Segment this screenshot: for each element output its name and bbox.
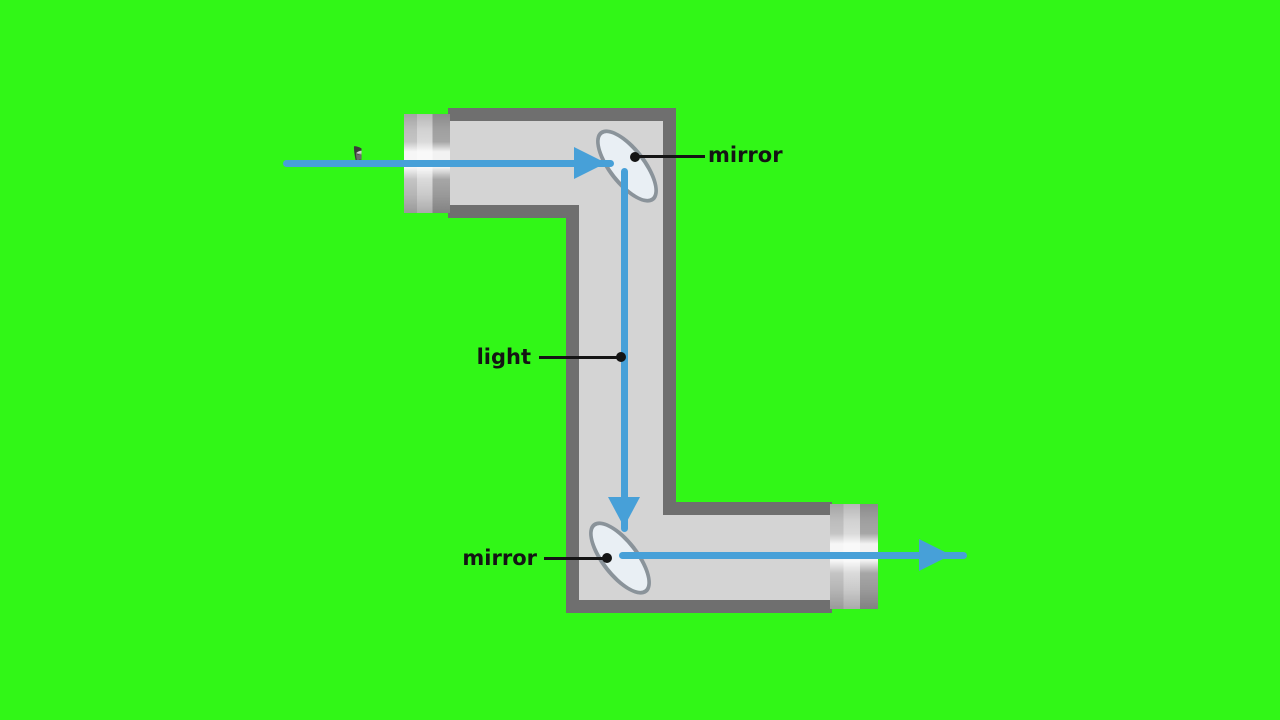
eyecup-left [353,146,362,163]
leader-line-mirror-top [635,155,705,158]
leader-line-mirror-bottom [544,557,606,560]
label-mirror-bottom: mirror [462,546,537,570]
eyecup-left-midtone [356,153,362,162]
label-mirror-top: mirror [708,143,783,167]
light-ray-outgoing [619,552,967,559]
light-ray-vertical-arrowhead [608,497,640,527]
leader-line-light [539,356,619,359]
eyecup-left-highlight-core [356,151,362,153]
light-ray-incoming [283,160,614,167]
leader-dot-mirror-bottom [602,553,612,563]
light-ray-outgoing-arrowhead [919,539,951,571]
leader-dot-mirror-top [630,152,640,162]
label-light: light [476,345,531,369]
leader-dot-light [616,352,626,362]
light-ray-vertical [621,168,628,532]
light-ray-incoming-arrowhead [574,147,606,179]
